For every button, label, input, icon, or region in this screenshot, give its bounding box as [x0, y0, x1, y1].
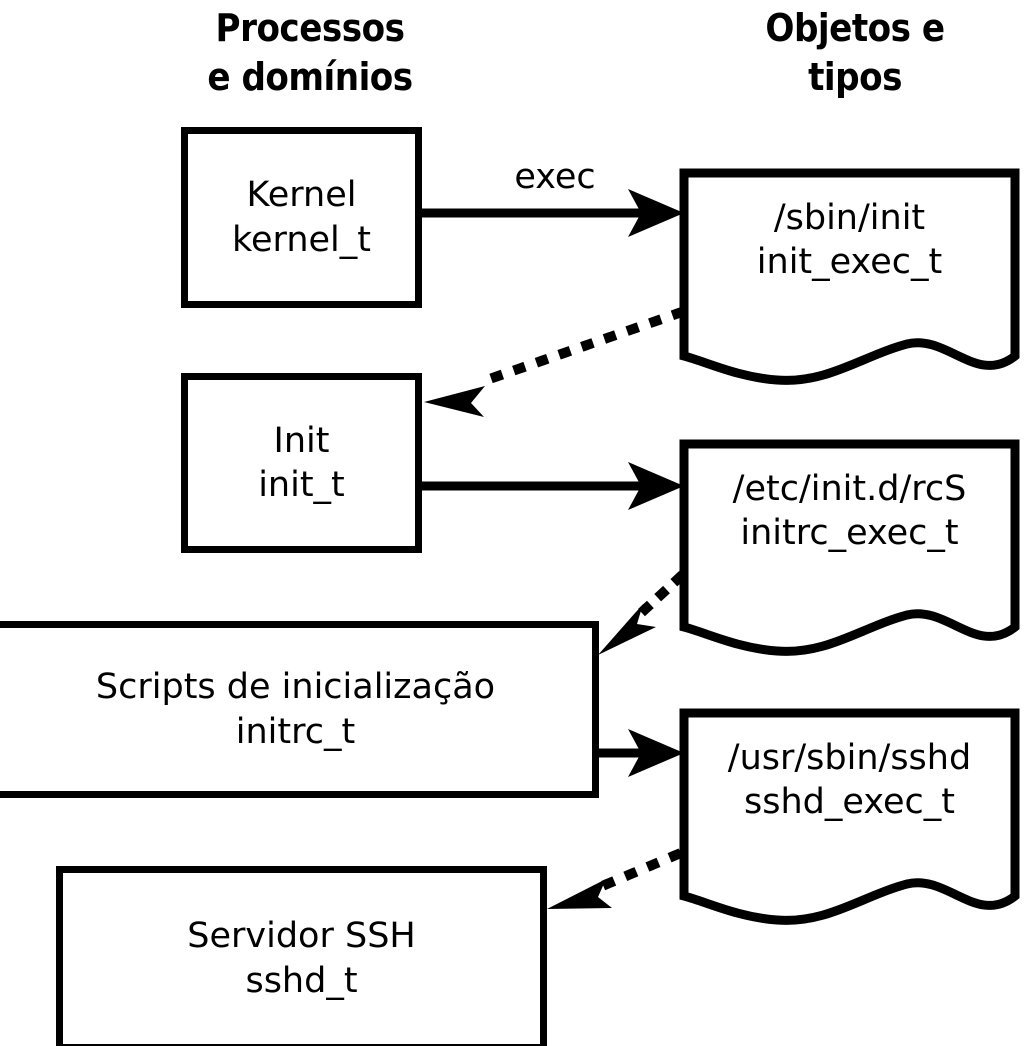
arrowhead-icon	[628, 462, 684, 510]
document-shape-icon	[679, 708, 1020, 925]
arrowhead-icon	[424, 386, 485, 417]
process-node-initrc-name: Scripts de inicialização	[95, 667, 496, 708]
edge-exec-init-initrc	[422, 462, 684, 510]
process-node-sshd-name: Servidor SSH	[187, 916, 416, 957]
column-header-objects: Objetos e tipos	[765, 6, 945, 100]
object-node-sshd-exec[interactable]: /usr/sbin/sshd sshd_exec_t	[677, 706, 1022, 926]
document-shape-icon	[679, 439, 1020, 656]
process-node-kernel[interactable]: Kernel kernel_t	[181, 127, 422, 308]
document-shape-icon	[679, 168, 1020, 385]
column-header-processes: Processos e domínios	[207, 6, 413, 100]
process-node-initrc-type: initrc_t	[235, 711, 356, 752]
arrowhead-icon	[628, 189, 684, 237]
edge-exec-initrc-sshd	[599, 729, 684, 777]
process-node-sshd[interactable]: Servidor SSH sshd_t	[56, 866, 547, 1046]
process-node-sshd-type: sshd_t	[245, 960, 358, 1001]
object-node-init-exec[interactable]: /sbin/init init_exec_t	[677, 166, 1022, 386]
process-node-init-name: Init	[273, 420, 330, 461]
process-node-kernel-type: kernel_t	[232, 219, 371, 260]
arrowhead-icon	[628, 729, 684, 777]
edge-label-exec: exec	[514, 157, 596, 197]
process-node-kernel-name: Kernel	[246, 175, 357, 216]
process-node-initrc[interactable]: Scripts de inicialização initrc_t	[0, 621, 599, 798]
edge-transition-initrc	[598, 570, 687, 655]
arrowhead-icon	[547, 879, 612, 909]
edge-transition-sshd	[547, 848, 683, 909]
process-node-init-type: init_t	[258, 465, 345, 505]
arrowhead-icon	[598, 604, 656, 655]
object-node-initrc-exec[interactable]: /etc/init.d/rcS initrc_exec_t	[677, 437, 1022, 657]
edge-transition-init	[424, 306, 686, 417]
process-node-init[interactable]: Init init_t	[181, 373, 422, 553]
